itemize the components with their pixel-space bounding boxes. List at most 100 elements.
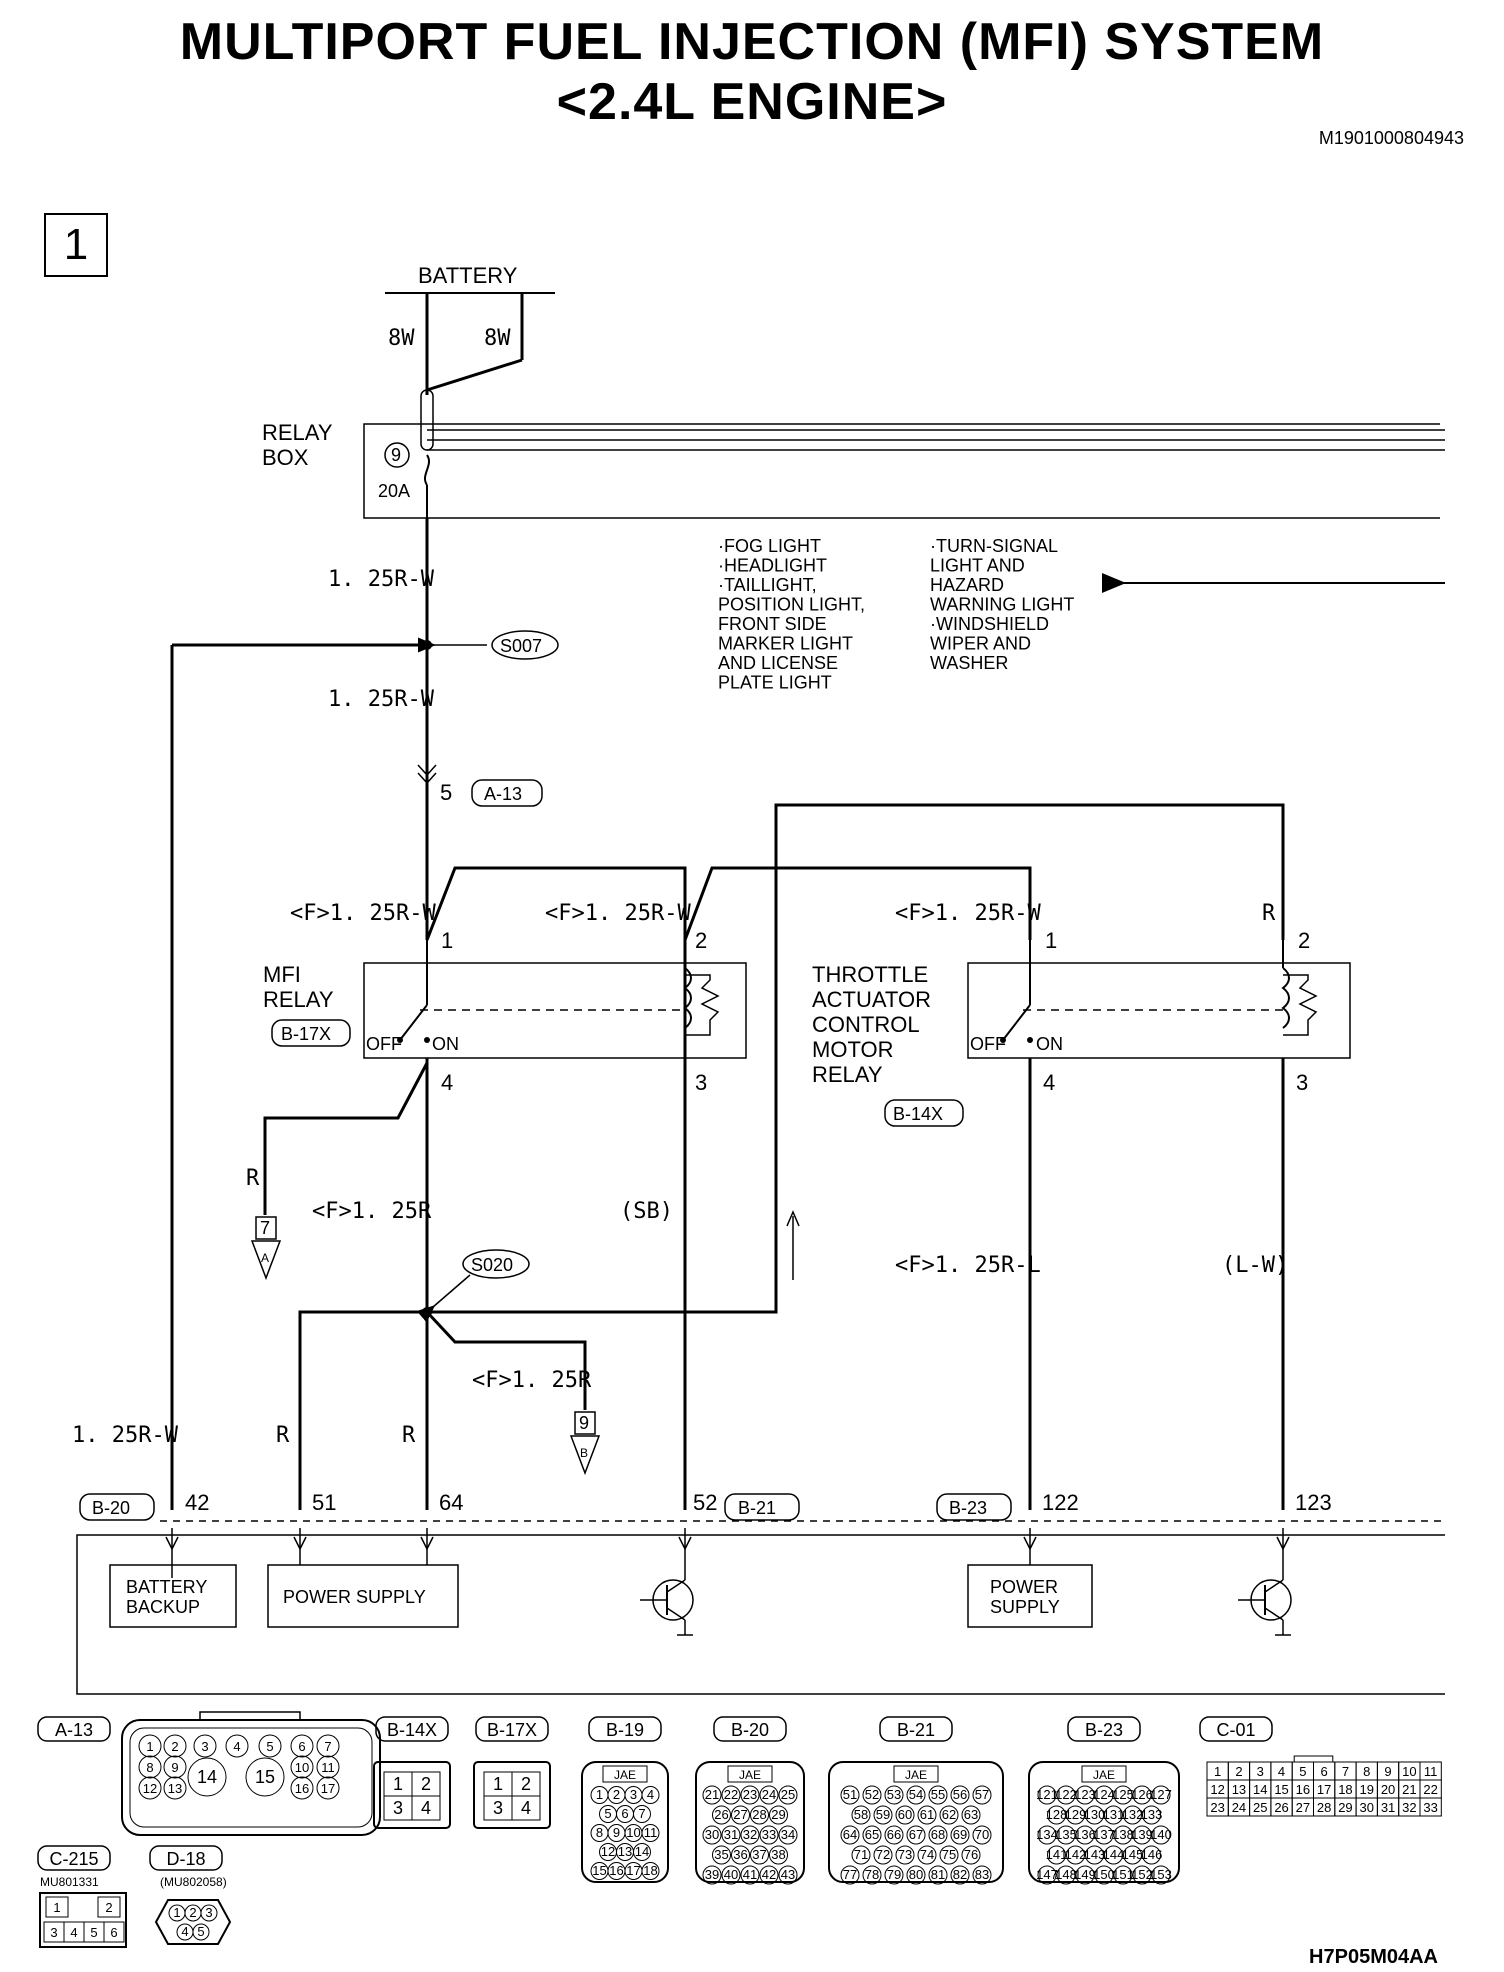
conn-b23-pin-label: 145: [1122, 1847, 1144, 1862]
load-item: MARKER LIGHT: [718, 634, 853, 654]
conn-b23-pin-label: 148: [1055, 1867, 1077, 1882]
conn-b21-pin: [928, 1825, 948, 1845]
conn-a13-pin-label: 14: [197, 1767, 217, 1787]
conn-c01-pin-label: 20: [1381, 1782, 1395, 1797]
tac-relay-name-line: THROTTLE: [812, 962, 928, 987]
conn-b23-pin: [1151, 1825, 1171, 1845]
conn-b20-pin: [740, 1825, 760, 1845]
conn-b23-pin: [1047, 1805, 1066, 1825]
conn-b21-pin-label: 55: [931, 1787, 945, 1802]
battery-backup-box: [109, 1564, 237, 1628]
conn-b19-pin-label: 6: [621, 1806, 628, 1821]
conn-b19-pin: [641, 1862, 660, 1880]
conn-b23-pin-label: 138: [1112, 1827, 1134, 1842]
conn-b23-pin-label: 143: [1084, 1847, 1106, 1862]
conn-b20-pin-label: 31: [724, 1827, 738, 1842]
fuse-number-circle: [384, 442, 410, 468]
conn-d18-pin-label: 5: [197, 1924, 204, 1939]
conn-a13-pin-label: 10: [295, 1760, 309, 1775]
conn-b23-pin-label: 139: [1131, 1827, 1153, 1842]
conn-c01-pin-label: 3: [1257, 1764, 1264, 1779]
conn-b23-pin: [1047, 1845, 1066, 1865]
conn-b21-pin: [873, 1845, 893, 1865]
conn-b23-pin: [1113, 1785, 1133, 1805]
document-id: M1901000804943: [1318, 128, 1464, 148]
ecm-pin-51: 51: [312, 1490, 336, 1515]
conn-a13-pin-label: 5: [266, 1739, 273, 1754]
jump-7: 7: [260, 1218, 270, 1238]
diagram-title-line1: MULTIPORT FUEL INJECTION (MFI) SYSTEM: [179, 13, 1325, 71]
conn-b21-pin: [950, 1825, 970, 1845]
conn-b20-pin-label: 35: [714, 1847, 728, 1862]
wire-8w-join: [426, 358, 523, 392]
conn-b19-pin: [641, 1824, 660, 1842]
mfi-pin-1: 1: [441, 928, 453, 953]
conn-c01-cell: [1419, 1797, 1442, 1817]
figure-id: H7P05M04AA: [1309, 1946, 1438, 1968]
conn-b23-pin-label: 142: [1065, 1847, 1087, 1862]
conn-a13-pin: [163, 1755, 187, 1779]
load-item: WARNING LIGHT: [930, 595, 1074, 615]
conn-a13-pin-label: 8: [146, 1760, 153, 1775]
power-supply-2-box: [967, 1564, 1093, 1628]
conn-b23-pin: [1075, 1825, 1095, 1845]
conn-b21-pin: [862, 1865, 882, 1885]
mfi-on-dot: [424, 1037, 430, 1043]
conn-c01-pin-label: 28: [1317, 1800, 1331, 1815]
jump-b-triangle: [569, 1435, 601, 1476]
conn-b23-pin: [1132, 1825, 1152, 1845]
ecm-conn-b20: B-20: [92, 1498, 130, 1518]
conn-b23-pin-label: 141: [1046, 1847, 1068, 1862]
conn-a13-pin-label: 1: [146, 1739, 153, 1754]
conn-b21-pin: [884, 1865, 904, 1885]
conn-c01-pin-label: 18: [1338, 1782, 1352, 1797]
conn-d18-pin-label: 4: [181, 1924, 188, 1939]
conn-b21-pin: [917, 1845, 937, 1865]
conn-b21-pin-label: 53: [887, 1787, 901, 1802]
conn-b23-pin: [1151, 1785, 1171, 1805]
conn-b21-pin: [928, 1865, 948, 1885]
tac-wire-in2: R: [1262, 901, 1276, 926]
conn-b19-pin-label: 4: [647, 1787, 654, 1802]
load-item: WIPER AND: [930, 634, 1031, 654]
conn-b20-pin-label: 41: [743, 1867, 757, 1882]
conn-b23-pin: [1104, 1845, 1123, 1865]
conn-b20-pin-label: 40: [724, 1867, 738, 1882]
conn-b20-pin: [750, 1805, 769, 1825]
conn-c01-pin-label: 33: [1423, 1800, 1437, 1815]
conn-b23-pin: [1094, 1865, 1114, 1885]
conn-a13-pin: [193, 1734, 217, 1758]
tac-relay-name-line: RELAY: [812, 1062, 883, 1087]
conn-b21-pin: [961, 1805, 981, 1825]
conn-b21-pin-label: 78: [865, 1867, 879, 1882]
conn-a13-pin: [163, 1776, 187, 1800]
conn-b19-key: [602, 1765, 648, 1783]
power-supply: POWER SUPPLY: [283, 1587, 426, 1607]
conn-b23-pin-label: 135: [1055, 1827, 1077, 1842]
conn-c01-pin-label: 21: [1402, 1782, 1416, 1797]
relay-box-label-1: RELAY: [262, 420, 333, 445]
conn-a13-pin-label: 9: [171, 1760, 178, 1775]
conn-c01-pin-label: 12: [1210, 1782, 1224, 1797]
conn-c215-part: MU801331: [40, 1875, 99, 1889]
conn-b19-pin-label: 2: [613, 1787, 620, 1802]
conn-b23-pin-label: 122: [1055, 1787, 1077, 1802]
conn-c01-pin-label: 14: [1253, 1782, 1267, 1797]
load-item: HAZARD: [930, 575, 1004, 595]
conn-b21-pin-label: 56: [953, 1787, 967, 1802]
conn-b20-pin-label: 37: [752, 1847, 766, 1862]
conn-b21-pin: [895, 1845, 915, 1865]
wire-label-8w-left: 8W: [388, 326, 415, 351]
conn-b21-pin: [840, 1865, 860, 1885]
conn-b23-pin: [1037, 1785, 1057, 1805]
loads-col-2: ·TURN-SIGNAL LIGHT AND HAZARD WARNING LI…: [930, 536, 1074, 673]
splice-s007-badge: [491, 630, 559, 660]
mfi-relay-name-2: RELAY: [263, 987, 334, 1012]
relay-box: [363, 423, 1495, 519]
conn-b19-pin-label: 5: [604, 1806, 611, 1821]
conn-c215-cell: [97, 1896, 121, 1918]
conn-b20-pin: [759, 1785, 779, 1805]
conn-b20-pin-label: 36: [733, 1847, 747, 1862]
conn-b19-pin-label: 16: [609, 1863, 623, 1878]
